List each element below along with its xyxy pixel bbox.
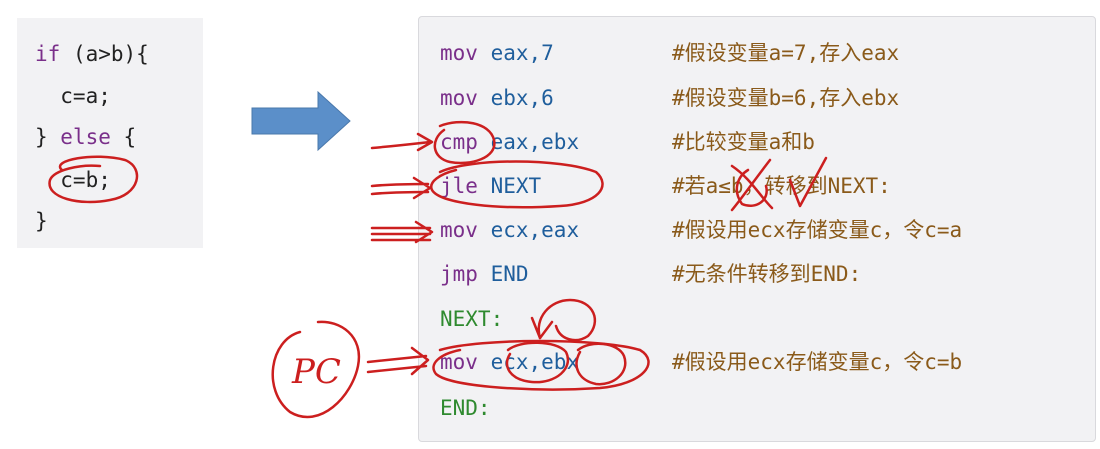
annotation-cross — [730, 158, 774, 212]
asm-args: NEXT — [490, 174, 542, 198]
annotation-circle-c-b — [48, 155, 139, 204]
pc-label: PC — [292, 352, 341, 392]
asm-label-next: NEXT: — [440, 307, 504, 331]
annotation-arrow-mov — [370, 220, 434, 244]
asm-op: mov — [440, 41, 478, 65]
check-icon — [788, 156, 828, 208]
asm-line-3: cmp eax,ebx — [440, 129, 579, 155]
annotation-circle-pc — [271, 320, 361, 419]
asm-args: eax,ebx — [490, 130, 580, 154]
annotation-loop — [537, 298, 597, 342]
asm-line-4: jle NEXT — [440, 173, 541, 199]
keyword-else: else — [60, 125, 111, 149]
asm-op: mov — [440, 218, 478, 242]
asm-comment-3: #比较变量a和b — [672, 130, 815, 154]
c-condition: (a>b){ — [60, 42, 149, 66]
c-brace-open: { — [110, 125, 137, 149]
c-code-line-if: if (a>b){ — [35, 42, 149, 66]
asm-op: cmp — [440, 130, 478, 154]
asm-comment-1: #假设变量a=7,存入eax — [672, 41, 900, 65]
c-brace: } — [35, 125, 61, 149]
asm-line-2: mov ebx,6 — [440, 85, 554, 111]
asm-op: jmp — [440, 262, 478, 286]
asm-comment-6: #无条件转移到END: — [672, 262, 862, 286]
asm-line-1: mov eax,7 — [440, 40, 554, 66]
annotation-arrow-pc — [366, 346, 430, 376]
c-code-line-assign-b: c=b; — [35, 168, 111, 192]
asm-args: END — [490, 262, 529, 286]
asm-comment-8: #假设用ecx存储变量c，令c=b — [672, 350, 963, 374]
annotation-down-arrow — [530, 316, 554, 340]
keyword-if: if — [35, 42, 61, 66]
c-code-panel — [17, 18, 203, 248]
asm-line-6: jmp END — [440, 261, 529, 287]
asm-args: eax,7 — [490, 41, 554, 65]
annotation-circle-mov-ebx — [432, 339, 650, 391]
c-code-line-else: } else { — [35, 125, 136, 149]
asm-args: ecx,eax — [490, 218, 580, 242]
annotation-circle-cmp — [433, 120, 496, 165]
annotation-circle-ebx — [575, 342, 627, 386]
annotation-arrow-cmp — [370, 132, 434, 152]
assembly-panel — [418, 16, 1096, 442]
asm-op: jle — [440, 174, 478, 198]
c-code-line-assign-a: c=a; — [35, 84, 111, 108]
asm-args: ebx,6 — [490, 86, 554, 110]
asm-comment-5: #假设用ecx存储变量c，令c=a — [672, 218, 963, 242]
asm-line-5: mov ecx,eax — [440, 217, 579, 243]
annotation-circle-ecx — [505, 341, 569, 384]
asm-comment-4: #若a≤b，转移到NEXT: — [672, 174, 891, 198]
asm-comment-2: #假设变量b=6,存入ebx — [672, 86, 900, 110]
asm-label-end: END: — [440, 396, 491, 420]
annotation-arrow-jle — [370, 176, 432, 200]
annotation-circle-jle — [430, 160, 604, 209]
c-code-line-close: } — [35, 209, 48, 233]
asm-op: mov — [440, 86, 478, 110]
